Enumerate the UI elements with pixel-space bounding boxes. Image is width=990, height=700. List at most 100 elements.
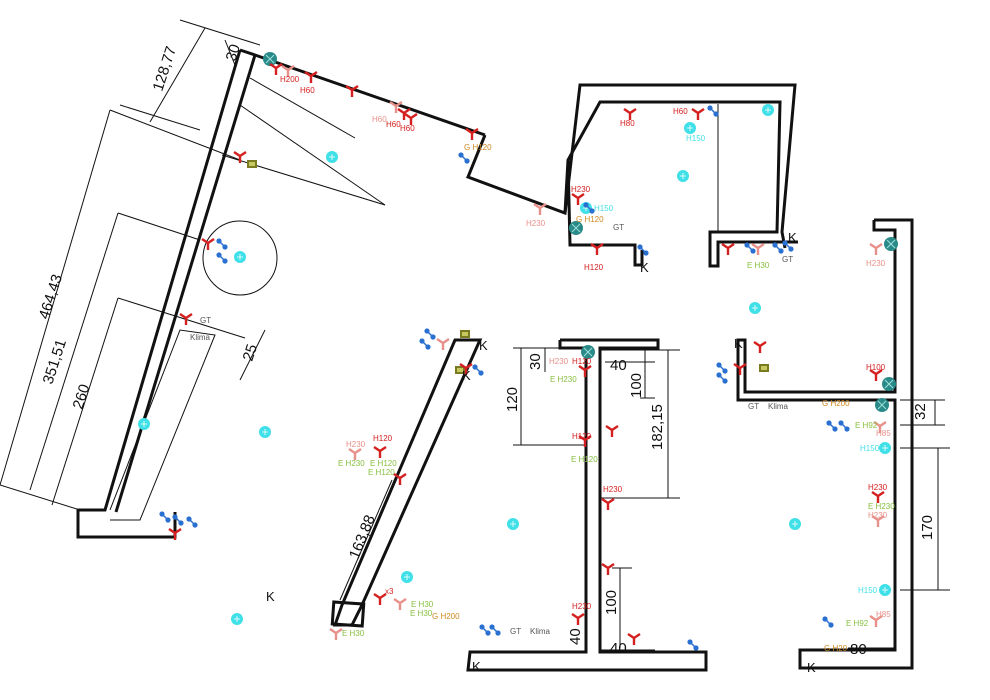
connector-icon: [825, 419, 839, 433]
label-gt: GT: [200, 316, 211, 325]
label-h150: H150: [594, 204, 614, 213]
k-mark: K: [266, 589, 275, 604]
dimension-lines: [0, 19, 950, 652]
socket-icon: [570, 612, 586, 627]
wall-diagonal-foot: [330, 600, 366, 628]
light-icon: [258, 425, 272, 439]
socket-icon: [600, 497, 616, 512]
fixture-icon: [883, 236, 899, 252]
label-e-h30: E H30: [747, 261, 770, 270]
wall-room-top: [563, 100, 798, 268]
connector-icon: [488, 623, 502, 637]
junction-box-icon: [247, 160, 257, 168]
fixture-icon: [881, 376, 897, 392]
fixture-icon: [874, 397, 890, 413]
label-h150: H150: [686, 134, 706, 143]
socket-icon: [392, 597, 408, 612]
connector-icon: [706, 104, 720, 118]
dim-80: 80: [850, 641, 867, 658]
dim-40-left: 40: [567, 628, 584, 645]
dim-25: 25: [240, 342, 261, 363]
label-gt: GT: [782, 255, 793, 264]
socket-icon: [690, 107, 706, 122]
light-icon: [233, 250, 247, 264]
light-icon: [788, 517, 802, 531]
light-icon: [325, 150, 339, 164]
socket-icon: [720, 242, 736, 257]
label-g-h200: G H200: [432, 612, 460, 621]
label-h60: H60: [372, 115, 387, 124]
socket-icon: [435, 337, 451, 352]
label-h85: H85: [876, 610, 891, 619]
dim-128-77: 128,77: [150, 44, 180, 93]
connector-icon: [821, 615, 835, 629]
light-icon: [400, 570, 414, 584]
wall-left-niche: [109, 329, 216, 521]
connector-icon: [457, 151, 471, 165]
connector-icon: [158, 510, 172, 524]
k-marks: K K K K K K K K: [266, 230, 816, 675]
wall-left-inner: [114, 54, 257, 513]
label-h150: H150: [860, 444, 880, 453]
junction-box-icon: [460, 330, 470, 338]
interior-lines: [202, 77, 386, 296]
label-gt: GT: [510, 627, 521, 636]
fixture-labels: H200 H60 H60 H60 H60 G H120 GT Klima H80…: [190, 75, 895, 653]
label-g-h20: G H20: [824, 644, 848, 653]
dim-163-88: 163,88: [346, 513, 379, 562]
wall-left-wing: [466, 83, 797, 249]
dim-30-top: 30: [223, 42, 244, 63]
label-e-h120: E H120: [370, 459, 397, 468]
label-gt: GT: [613, 223, 624, 232]
label-klima: Klima: [190, 333, 211, 342]
socket-icon: [600, 562, 616, 577]
connector-icon: [185, 515, 199, 529]
k-mark: K: [472, 659, 481, 674]
label-h230: H230: [346, 440, 366, 449]
socket-icon: [396, 107, 412, 122]
label-e-h120: E H120: [571, 455, 598, 464]
light-icon: [878, 583, 892, 597]
label-h120: H120: [572, 357, 592, 366]
label-e-h30: E H30: [342, 629, 365, 638]
label-e-h120: E H120: [368, 468, 395, 477]
wall-right: [736, 218, 914, 670]
connector-icon: [215, 251, 229, 265]
socket-icon: [328, 627, 344, 642]
light-icon: [506, 517, 520, 531]
connector-icon: [478, 623, 492, 637]
label-klima: Klima: [768, 402, 789, 411]
light-icon: [748, 301, 762, 315]
dim-120: 120: [504, 387, 521, 412]
label-h230: H230: [868, 511, 888, 520]
connector-icon: [418, 337, 432, 351]
label-h85: H85: [876, 429, 891, 438]
dim-30-central: 30: [527, 353, 544, 370]
label-e-h230: E H230: [868, 502, 895, 511]
dim-170: 170: [919, 515, 936, 540]
label-g-h120: G H120: [464, 143, 492, 152]
label-e-h92: E H92: [846, 619, 869, 628]
dim-32: 32: [912, 403, 929, 420]
k-mark: K: [479, 338, 488, 353]
label-h230: H230: [866, 259, 886, 268]
label-h200: H200: [280, 75, 300, 84]
light-icon: [878, 441, 892, 455]
wall-left-top: [239, 48, 486, 137]
dim-100-upper: 100: [628, 373, 645, 398]
label-gt: GT: [748, 402, 759, 411]
fixture-icon: [262, 51, 278, 67]
light-icon: [230, 612, 244, 626]
label-e-h230: E H230: [338, 459, 365, 468]
k-mark: K: [640, 260, 649, 275]
label-h230: H230: [572, 602, 592, 611]
walls: [76, 48, 914, 672]
connector-icon: [215, 237, 229, 251]
label-g-h200: G H200: [822, 399, 850, 408]
label-h100: H100: [866, 363, 886, 372]
connector-icon: [715, 361, 729, 375]
socket-icon: [752, 340, 768, 355]
connector-icon: [771, 241, 785, 255]
k-mark: K: [807, 660, 816, 675]
